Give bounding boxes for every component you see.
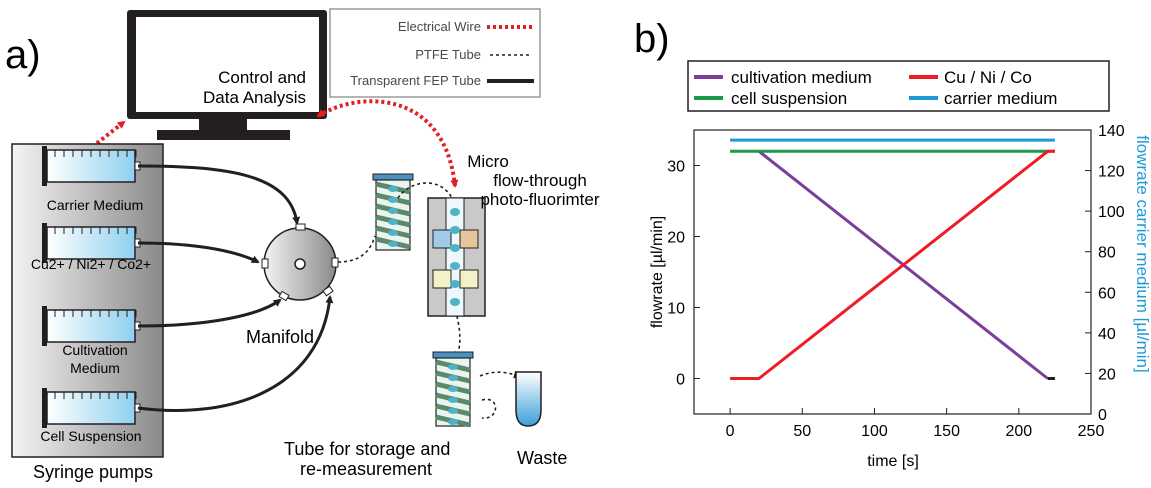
lower-coil-cell <box>448 375 458 381</box>
electrical-wire-fluorimeter <box>316 99 459 188</box>
waste-tube-icon <box>515 371 542 427</box>
ptfe-tube-coil-loop <box>481 398 497 419</box>
y-axis-label: flowrate [µl/min] <box>649 216 666 328</box>
fep-tube-metals <box>137 241 260 264</box>
upper-coil-cell <box>388 186 398 192</box>
syringe-label-cultivation-2: Medium <box>70 360 120 376</box>
y-tick-label: 10 <box>667 301 685 318</box>
fluorimeter-label-line2: flow-through <box>493 171 587 190</box>
legend-label-carrier: carrier medium <box>944 89 1057 108</box>
x-tick-label: 0 <box>726 423 735 440</box>
legend-electrical-label: Electrical Wire <box>398 19 481 34</box>
fluorimeter-cell <box>450 280 460 288</box>
storage-tube-coil <box>432 351 474 428</box>
legend-ptfe-label: PTFE Tube <box>415 47 481 62</box>
x-tick-label: 200 <box>1005 423 1032 440</box>
storage-label-line2: re-measurement <box>300 459 432 479</box>
fluorimeter-cell <box>450 262 460 270</box>
legend-label-cultivation: cultivation medium <box>731 68 872 87</box>
panel-a: a) Electrical Wire PTFE Tube Transparent… <box>5 8 600 482</box>
fluorimeter-cell <box>450 208 460 216</box>
legend-label-cell: cell suspension <box>731 89 847 108</box>
legend-fep-label: Transparent FEP Tube <box>350 73 481 88</box>
computer-monitor-icon: Control and Data Analysis <box>127 10 327 140</box>
panel-a-label: a) <box>5 33 41 77</box>
x-tick-label: 150 <box>933 423 960 440</box>
syringe-plunger-4 <box>42 388 47 428</box>
y2-axis-label: flowrate carrier medium [µl/min] <box>1133 135 1151 372</box>
upper-coil-cell <box>388 197 398 203</box>
manifold-icon <box>261 223 339 302</box>
fluorimeter-label-line3: photo-fluorimter <box>480 190 599 209</box>
chart-series <box>730 138 1055 380</box>
syringe-plunger-1 <box>42 146 47 186</box>
x-tick-label: 50 <box>793 423 811 440</box>
y2-tick-label: 80 <box>1098 245 1116 262</box>
fluorimeter-cell <box>450 298 460 306</box>
lower-coil-cell <box>448 364 458 370</box>
y2-tick-label: 120 <box>1098 164 1125 181</box>
upper-coil-cell <box>388 230 398 236</box>
upper-coil-cap <box>372 173 414 181</box>
ptfe-tube-coil-fluorimeter <box>397 182 453 199</box>
syringe-label-metals: Cu2+ / Ni2+ / Co2+ <box>31 256 151 272</box>
syringe-label-cell: Cell Suspension <box>40 428 141 444</box>
y-tick-label: 20 <box>667 230 685 247</box>
ptfe-tube-manifold-coil <box>337 235 376 263</box>
upper-coil-cell <box>388 241 398 247</box>
syringe-plunger-3 <box>42 306 47 346</box>
y-tick-label: 0 <box>676 372 685 389</box>
pumps-label: Syringe pumps <box>33 462 153 482</box>
wire-legend: Electrical Wire PTFE Tube Transparent FE… <box>329 8 541 98</box>
lower-coil-cap <box>432 351 474 359</box>
waste-label: Waste <box>517 448 567 468</box>
panel-b-label: b) <box>634 17 670 61</box>
fluorimeter-cell <box>450 226 460 234</box>
syringe-barrel-1 <box>46 149 136 183</box>
chart-legend: cultivation medium cell suspension Cu / … <box>687 60 1110 112</box>
legend-label-metals: Cu / Ni / Co <box>944 68 1032 87</box>
x-tick-label: 100 <box>861 423 888 440</box>
y-tick-label: 30 <box>667 159 685 176</box>
y2-tick-label: 0 <box>1098 407 1107 424</box>
series-line-cu-ni-co <box>730 149 1055 380</box>
syringe-label-cultivation-1: Cultivation <box>62 342 127 358</box>
manifold-label: Manifold <box>246 327 314 347</box>
lower-coil-cell <box>448 419 458 425</box>
storage-label-line1: Tube for storage and <box>284 439 450 459</box>
fluorimeter-cell <box>450 244 460 252</box>
syringe-plunger-2 <box>42 223 47 263</box>
upper-tube-coil <box>372 173 414 251</box>
y2-tick-label: 20 <box>1098 366 1116 383</box>
plot-area <box>693 129 1092 415</box>
fep-tube-carrier <box>137 164 301 225</box>
fep-tube-cultivation <box>137 298 282 328</box>
computer-label-line1: Control and <box>218 68 306 87</box>
y2-tick-label: 40 <box>1098 326 1116 343</box>
x-axis-label: time [s] <box>867 453 919 470</box>
ptfe-tube-coil-waste <box>479 370 522 379</box>
syringe-label-carrier: Carrier Medium <box>47 197 143 213</box>
y2-tick-label: 100 <box>1098 204 1125 221</box>
fluorimeter-label-line1: Micro <box>467 152 509 171</box>
fep-tube-cell <box>137 295 334 412</box>
fluorimeter-icon <box>427 197 486 317</box>
panel-b: b) cultivation medium cell suspension Cu… <box>634 17 1151 470</box>
computer-label-line2: Data Analysis <box>203 88 306 107</box>
upper-coil-cell <box>388 219 398 225</box>
upper-coil-cell <box>388 208 398 214</box>
chart-legend-frame <box>687 60 1110 112</box>
electrical-wire-pumps <box>76 120 126 160</box>
lower-coil-cell <box>448 397 458 403</box>
lower-coil-cell <box>448 386 458 392</box>
x-tick-label: 250 <box>1078 423 1105 440</box>
y2-tick-label: 140 <box>1098 123 1125 140</box>
lower-coil-cell <box>448 408 458 414</box>
y2-tick-label: 60 <box>1098 285 1116 302</box>
syringe-pumps: Carrier Medium Cu2+ / Ni2+ / Co2+ Cultiv… <box>11 143 164 458</box>
